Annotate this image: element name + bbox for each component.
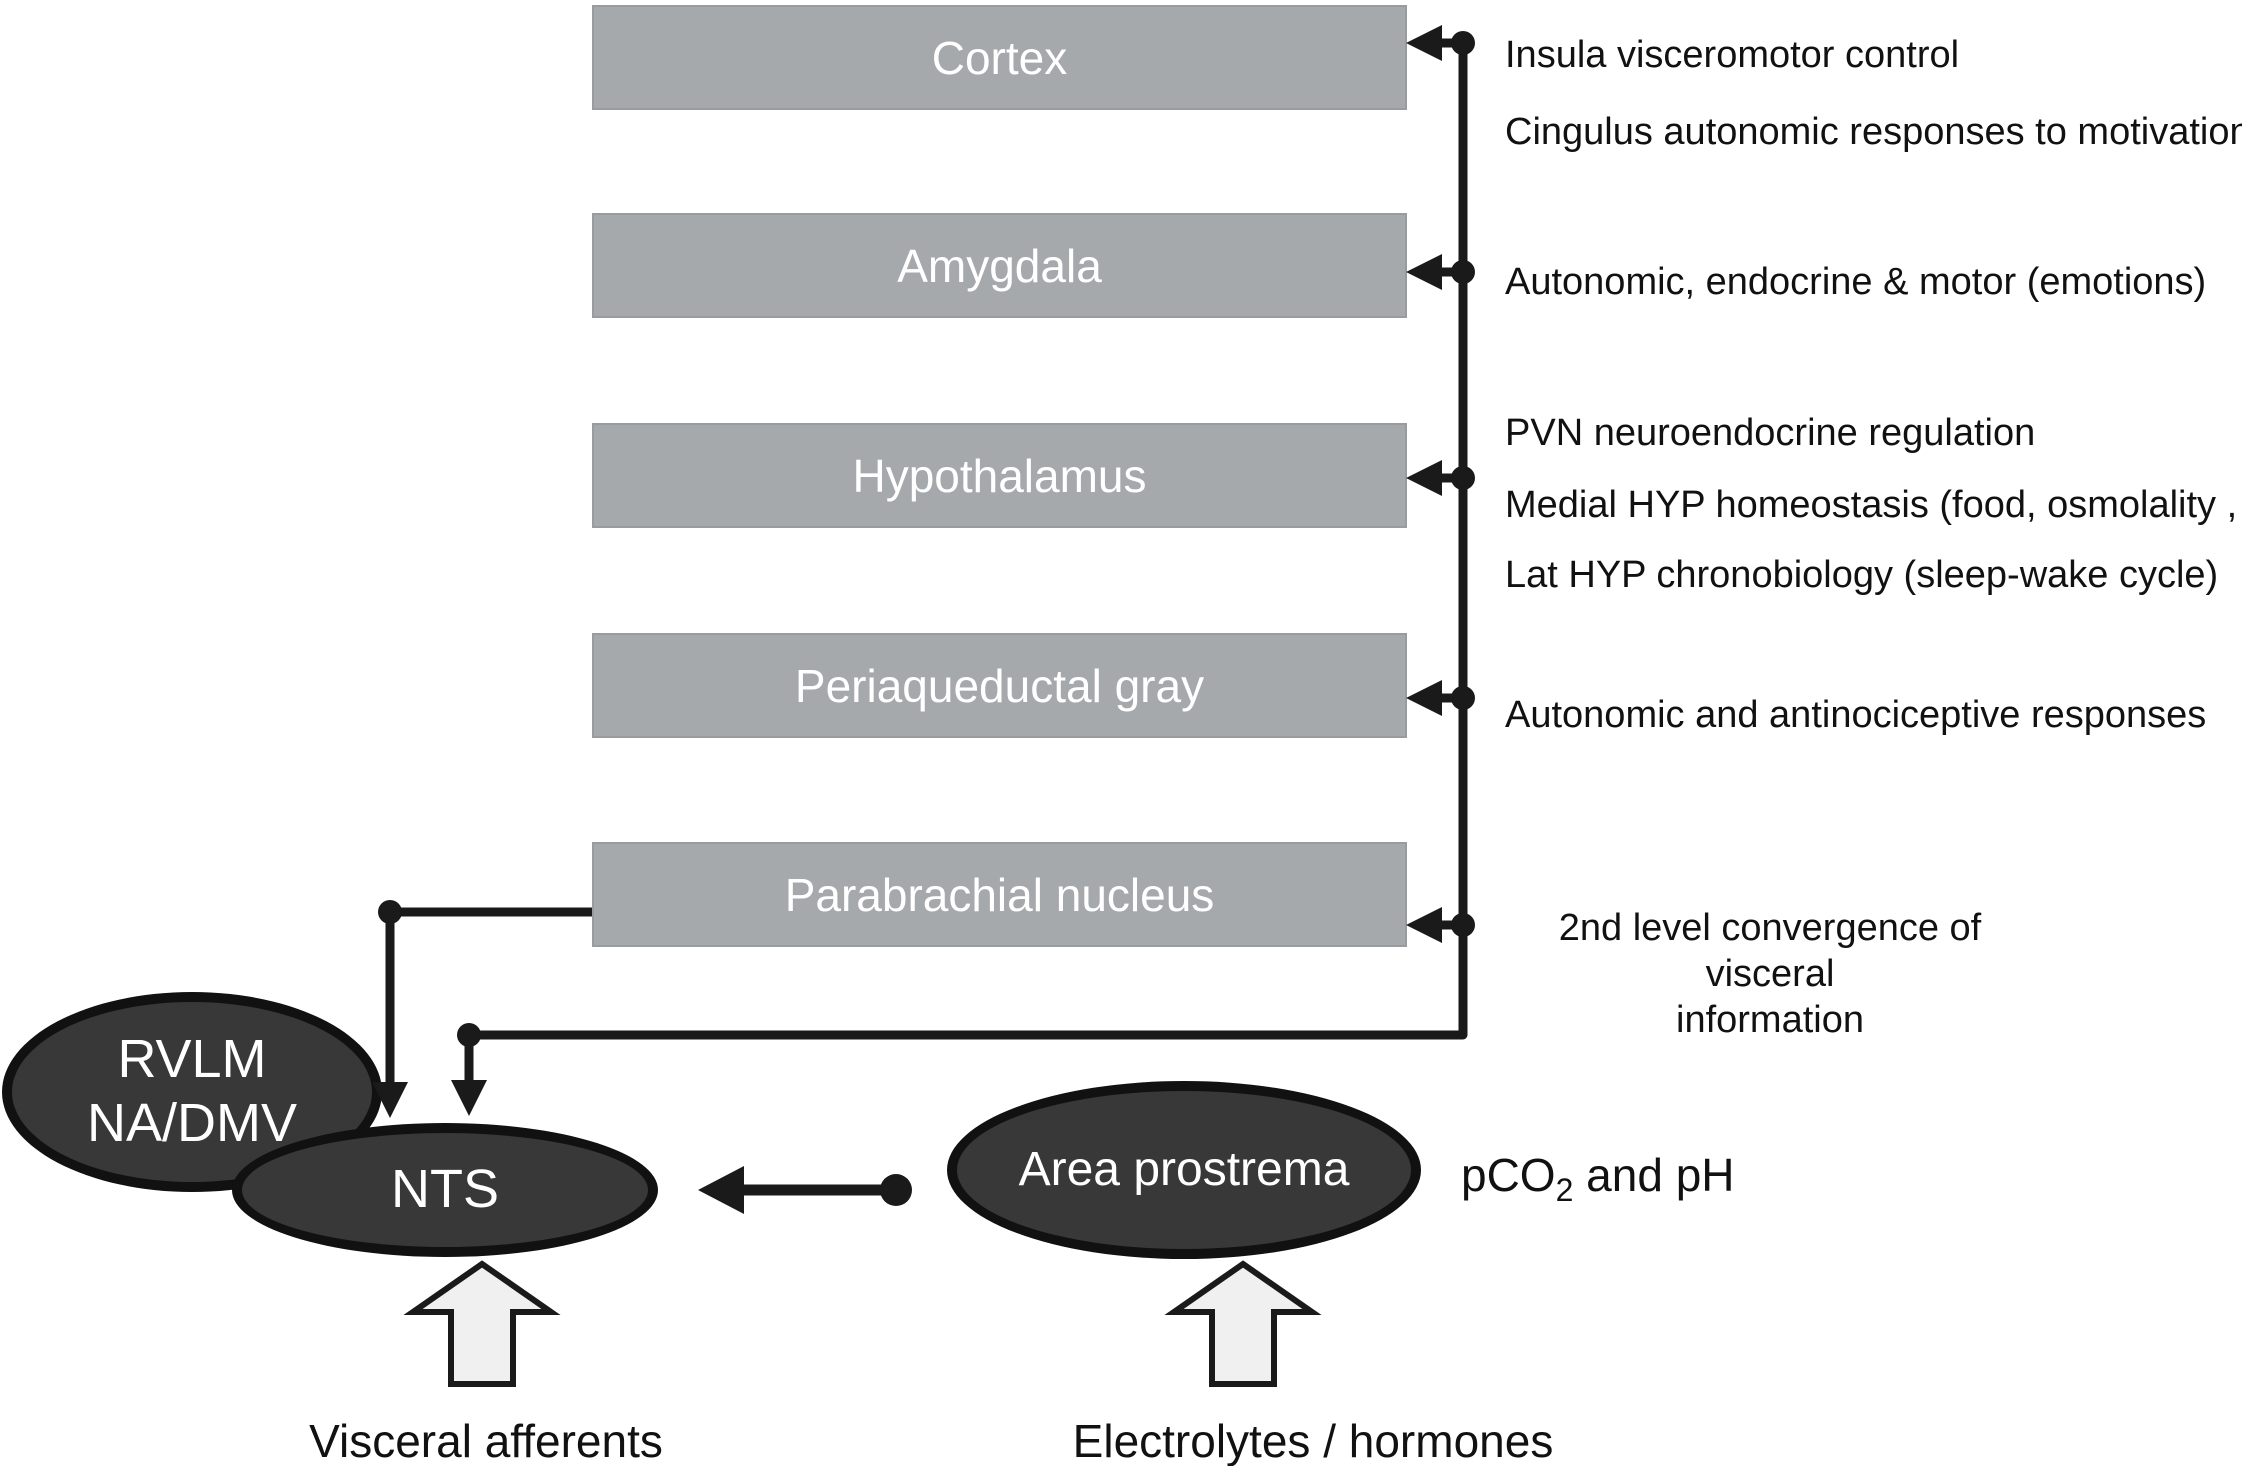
arrowhead-hypothalamus <box>1406 460 1442 496</box>
block-up-arrow-electrolytes <box>1164 1260 1322 1387</box>
box-cortex: Cortex <box>592 5 1407 110</box>
annotation-pag: Autonomic and antinociceptive responses <box>1505 694 2207 736</box>
box-hypothalamus: Hypothalamus <box>592 423 1407 528</box>
annotation-pvn: PVN neuroendocrine regulation <box>1505 412 2036 454</box>
arrowhead-bottom-feed-nts <box>451 1080 487 1116</box>
annotation-2nd-level-line1: 2nd level convergence of visceral <box>1558 907 1982 995</box>
junction-dot-bottom-feed <box>457 1023 481 1047</box>
junction-dot-pag <box>1451 686 1475 710</box>
block-up-arrow-visceral <box>403 1260 561 1387</box>
junction-dot-cortex <box>1451 31 1475 55</box>
annotation-lat-hyp: Lat HYP chronobiology (sleep-wake cycle) <box>1505 554 2219 596</box>
junction-dot-hypothalamus <box>1451 466 1475 490</box>
ellipse-rvlm-na-dmv: RVLM NA/DMV <box>2 992 382 1192</box>
box-amygdala: Amygdala <box>592 213 1407 318</box>
annotation-cingulus: Cingulus autonomic responses to motivati… <box>1505 111 2242 153</box>
arrowhead-amygdala <box>1406 254 1442 290</box>
label-visceral-afferents: Visceral afferents <box>309 1415 663 1466</box>
annotation-insula: Insula visceromotor control <box>1505 34 1960 76</box>
arrowhead-area-prostrema-nts <box>698 1166 744 1214</box>
arrowhead-parabrachial <box>1406 907 1442 943</box>
area-prostrema-nts-dot <box>880 1174 912 1206</box>
pco2-prefix: pCO <box>1461 1149 1556 1201</box>
annotation-medial-hyp: Medial HYP homeostasis (food, osmolality… <box>1505 484 2242 526</box>
pco2-subscript: 2 <box>1555 1172 1574 1209</box>
label-electrolytes-hormones: Electrolytes / hormones <box>1072 1415 1554 1466</box>
junction-dot-amygdala <box>1451 260 1475 284</box>
annotation-amygdala: Autonomic, endocrine & motor (emotions) <box>1505 261 2207 303</box>
arrowhead-cortex <box>1406 25 1442 61</box>
ellipse-area-prostrema: Area prostrema <box>947 1081 1421 1259</box>
pco2-suffix: and pH <box>1573 1149 1735 1201</box>
annotation-2nd-level-line2: information <box>1676 999 1864 1041</box>
pco2-ph-label: pCO2 and pH <box>1461 1148 1735 1209</box>
box-periaqueductal-gray: Periaqueductal gray <box>592 633 1407 738</box>
rvlm-label-line1: RVLM <box>117 1029 267 1090</box>
arrowhead-pag <box>1406 680 1442 716</box>
rvlm-label-line2: NA/DMV <box>86 1093 297 1153</box>
area-prostrema-label: Area prostrema <box>1018 1142 1350 1196</box>
junction-dot-parabrachial-feed <box>378 900 402 924</box>
nts-label: NTS <box>391 1159 499 1220</box>
box-parabrachial-nucleus: Parabrachial nucleus <box>592 842 1407 947</box>
ellipse-nts: NTS <box>232 1123 658 1257</box>
parabrachial-feed-line <box>385 907 592 1086</box>
annotation-2nd-level: 2nd level convergence of visceral inform… <box>1505 905 2035 1043</box>
junction-dot-parabrachial <box>1451 913 1475 937</box>
